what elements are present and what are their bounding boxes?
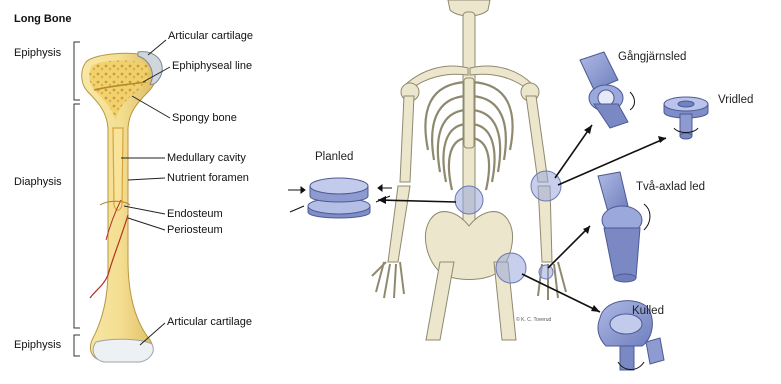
medullary-cavity bbox=[113, 128, 123, 210]
leader-nutrient bbox=[128, 178, 165, 180]
medullary-cavity-label: Medullary cavity bbox=[167, 153, 246, 164]
arrow-to-tva-axlad bbox=[548, 226, 590, 268]
long-bone-title: Long Bone bbox=[14, 14, 71, 25]
wrist-joint-highlight bbox=[539, 265, 553, 279]
hand-left bbox=[372, 262, 404, 298]
illustration-credit: © K. C. Toverud bbox=[516, 318, 551, 323]
epiphysis-bottom-bracket bbox=[74, 335, 80, 356]
nutrient-foramen-label: Nutrient foramen bbox=[167, 173, 249, 184]
articular-cartilage-top-label: Articular cartilage bbox=[168, 31, 253, 42]
spongy-bone-label: Spongy bone bbox=[172, 113, 237, 124]
gangjarnsled-label: Gångjärnsled bbox=[618, 52, 686, 64]
humerus-right bbox=[526, 96, 548, 182]
diaphysis-label: Diaphysis bbox=[14, 177, 62, 188]
kulled-label: Kulled bbox=[632, 306, 664, 318]
arrowhead-planled bbox=[378, 196, 386, 204]
epiphysis-bottom-label: Epiphysis bbox=[14, 340, 61, 351]
gangjarnsled-motion bbox=[630, 92, 635, 110]
arrow-to-kulled bbox=[522, 274, 600, 312]
leader-periosteum bbox=[128, 218, 165, 230]
periosteum-label: Periosteum bbox=[167, 225, 223, 236]
tva-axlad-label: Två-axlad led bbox=[636, 182, 705, 194]
sternum bbox=[464, 78, 474, 148]
hip-joint-highlight bbox=[496, 253, 526, 283]
articular-cartilage-bottom bbox=[93, 339, 153, 362]
long-bone-illustration bbox=[74, 40, 170, 362]
arrow-to-planled bbox=[378, 200, 456, 202]
endosteum-label: Endosteum bbox=[167, 209, 223, 220]
forearm-left bbox=[388, 186, 410, 262]
skeleton-illustration bbox=[372, 0, 566, 340]
leader-articular-top bbox=[148, 40, 166, 55]
articular-cartilage-bottom-label: Articular cartilage bbox=[167, 317, 252, 328]
planled-model bbox=[308, 178, 370, 218]
arrowhead-vridled bbox=[658, 136, 666, 143]
leader-spongy-bone bbox=[132, 96, 170, 118]
diaphysis-bracket bbox=[74, 104, 80, 328]
epiphysis-top-bracket bbox=[74, 42, 80, 100]
leader-endosteum bbox=[124, 206, 165, 214]
arrow-to-gangjarnsled bbox=[555, 125, 592, 178]
planled-label: Planled bbox=[315, 152, 353, 164]
epiphyseal-line-label: Ephiphyseal line bbox=[172, 61, 252, 72]
arrowhead-gangjarnsled bbox=[584, 125, 592, 134]
epiphysis-top-label: Epiphysis bbox=[14, 48, 61, 59]
tva-axlad-motion bbox=[644, 204, 650, 230]
femur-left bbox=[426, 262, 454, 340]
spine-joint-highlight bbox=[455, 186, 483, 214]
vridled-label: Vridled bbox=[718, 95, 753, 107]
humerus-left bbox=[400, 96, 414, 182]
arrowhead-kulled bbox=[591, 305, 600, 312]
